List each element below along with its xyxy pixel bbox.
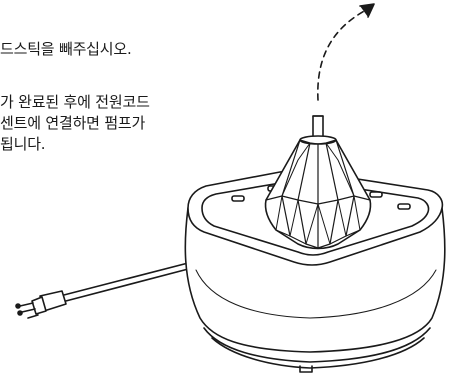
upward-dashed-arrow-icon xyxy=(317,3,375,101)
instruction-line-3: 센트에 연결하면 펌프가 xyxy=(0,114,146,132)
fountain-spout-icon xyxy=(264,115,372,250)
instruction-line-2: 가 완료된 후에 전원코드 xyxy=(0,93,150,111)
instruction-line-1: 드스틱을 빼주십시오. xyxy=(0,40,132,58)
power-cord xyxy=(59,261,193,303)
instruction-line-4: 됩니다. xyxy=(0,135,46,153)
power-plug-icon xyxy=(15,290,67,319)
